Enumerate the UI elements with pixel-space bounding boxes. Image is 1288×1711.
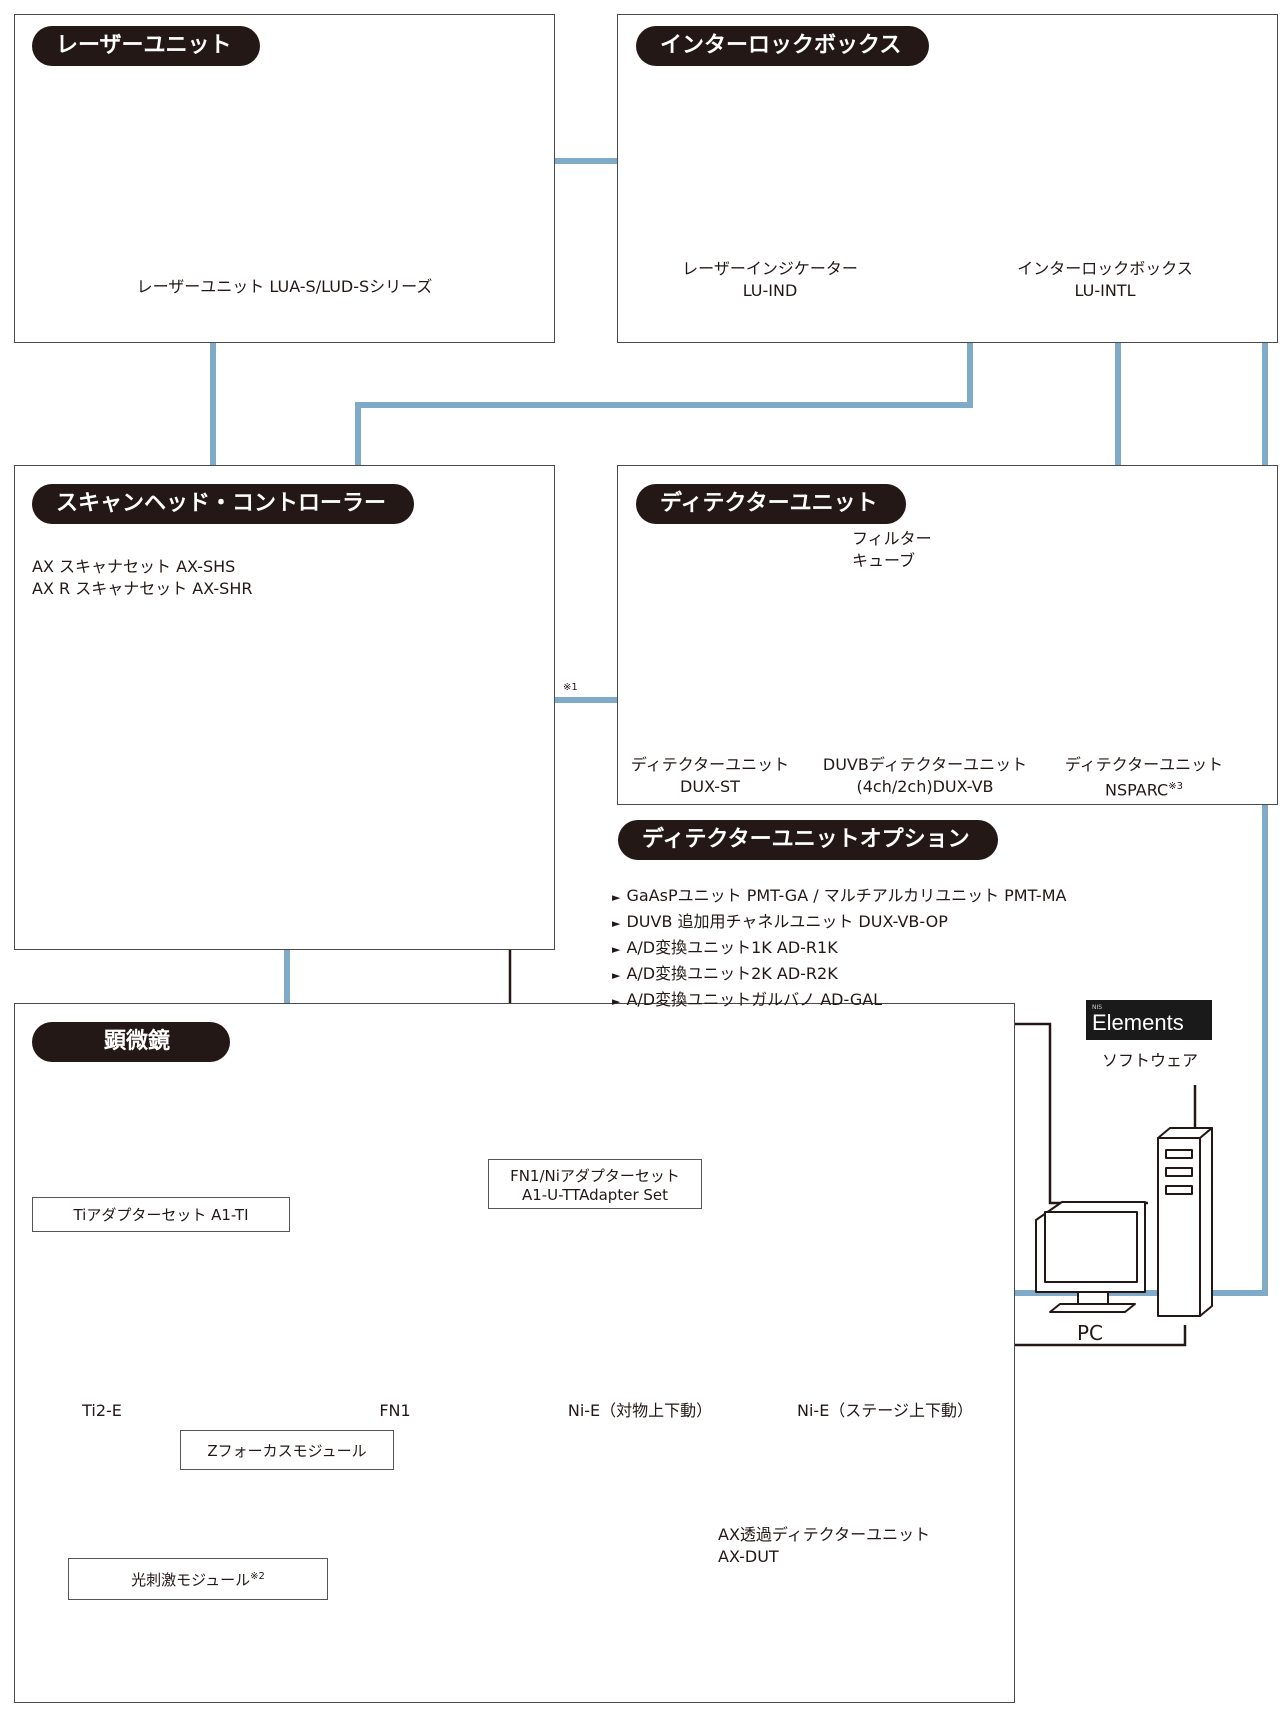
ti2e-label: Ti2-E xyxy=(82,1401,122,1420)
interlock-box-panel xyxy=(617,14,1278,343)
photo-stimulation-box: 光刺激モジュール※2 xyxy=(68,1558,328,1600)
pc-drawing xyxy=(1035,1127,1213,1317)
dux-st-label: ディテクターユニット DUX-ST xyxy=(630,755,790,796)
scan-controller-panel xyxy=(14,465,555,950)
scanner-set-label: AX スキャナセット AX-SHS AX R スキャナセット AX-SHR xyxy=(32,557,253,598)
dux-vb-label: DUVBディテクターユニット (4ch/2ch)DUX-VB xyxy=(822,755,1028,796)
software-label: ソフトウェア xyxy=(1101,1051,1198,1070)
scan-controller-header: スキャンヘッド・コントローラー xyxy=(32,484,415,524)
microscope-header: 顕微鏡 xyxy=(32,1022,231,1062)
microscope-pc-link xyxy=(1015,1325,1187,1347)
filter-cube-label: フィルター キューブ xyxy=(852,529,932,570)
interlock-box-header: インターロックボックス xyxy=(636,26,930,66)
fn1-adapter-box: FN1/Niアダプターセット A1-U-TTAdapter Set xyxy=(488,1159,702,1209)
detector-options-header: ディテクターユニットオプション xyxy=(618,820,998,860)
ti-adapter-box: Tiアダプターセット A1-TI xyxy=(32,1197,290,1232)
note-1: ※1 xyxy=(563,682,578,693)
laser-unit-caption: レーザーユニット LUA-S/LUD-Sシリーズ xyxy=(136,277,433,296)
fn1-label: FN1 xyxy=(379,1401,411,1420)
laser-unit-header: レーザーユニット xyxy=(32,26,260,66)
dut-label: AX透過ディテクターユニット AX-DUT xyxy=(718,1525,931,1566)
nsparc-label: ディテクターユニット NSPARC※3 xyxy=(1064,755,1224,800)
option-item: ►A/D変換ユニット1K AD-R1K xyxy=(612,938,838,957)
ni-e-stage-label: Ni-E（ステージ上下動） xyxy=(797,1401,973,1420)
nis-elements-logo: NIS Elements xyxy=(1086,1000,1212,1040)
ni-e-objective-label: Ni-E（対物上下動） xyxy=(567,1401,713,1420)
option-item: ►GaAsPユニット PMT-GA / マルチアルカリユニット PMT-MA xyxy=(612,886,1067,905)
option-item: ►A/D変換ユニット2K AD-R2K xyxy=(612,964,838,983)
option-item: ►A/D変換ユニットガルバノ AD-GAL xyxy=(612,990,883,1009)
laser-unit-panel xyxy=(14,14,555,343)
interlock-box-label: インターロックボックス LU-INTL xyxy=(1017,259,1193,300)
z-focus-box: Zフォーカスモジュール xyxy=(180,1430,394,1470)
laser-indicator-label: レーザーインジケーター LU-IND xyxy=(682,259,858,300)
interlock-scan-link xyxy=(355,343,973,465)
pc-label: PC xyxy=(1076,1321,1104,1345)
detector-options-list: ►GaAsPユニット PMT-GA / マルチアルカリユニット PMT-MA ►… xyxy=(612,884,1066,1014)
option-item: ►DUVB 追加用チャネルユニット DUX-VB-OP xyxy=(612,912,948,931)
detector-unit-header: ディテクターユニット xyxy=(636,484,906,524)
